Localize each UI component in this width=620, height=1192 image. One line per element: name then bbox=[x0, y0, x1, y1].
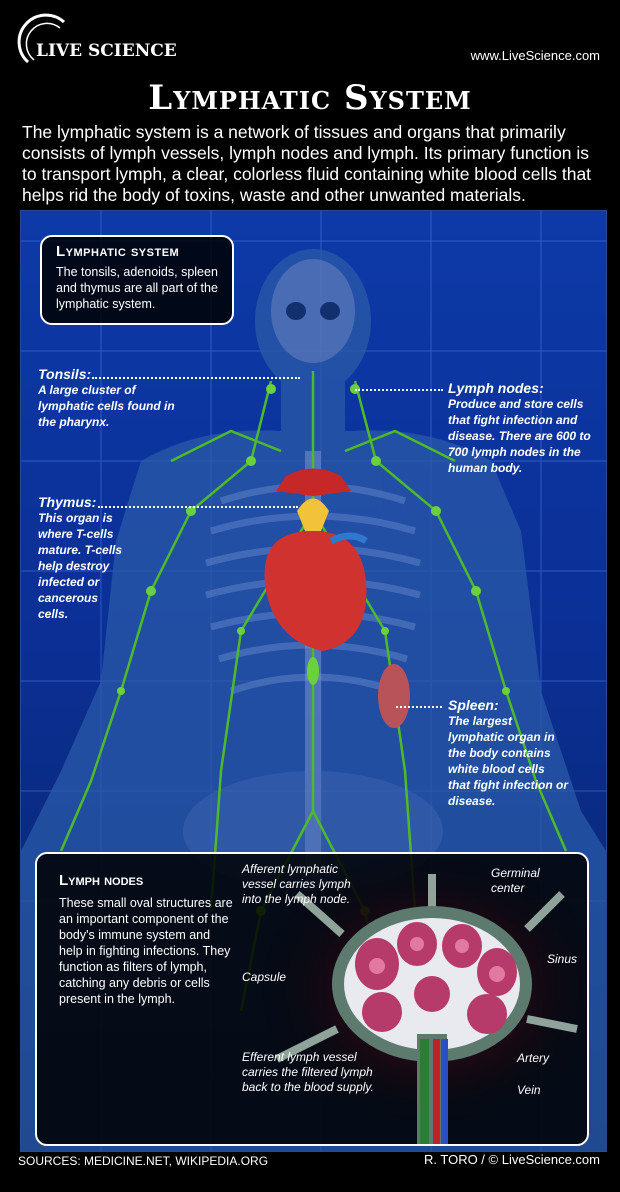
lymph-nodes-heading: Lymph nodes: bbox=[448, 380, 544, 396]
spleen-text: The largest lymphatic organ in the body … bbox=[448, 714, 568, 808]
site-url[interactable]: www.LiveScience.com bbox=[470, 48, 600, 63]
thymus-heading: Thymus: bbox=[38, 494, 97, 510]
lymph-node-box-title: Lymph nodes bbox=[59, 872, 144, 889]
lymph-node-description: Lymph nodes These small oval structures … bbox=[59, 872, 234, 1007]
thymus-text: This organ is where T-cells mature. T-ce… bbox=[38, 511, 123, 621]
afferent-label: Afferent lymphatic vessel carries lymph … bbox=[242, 862, 351, 906]
body-illustration bbox=[21, 249, 606, 1151]
efferent-label: Efferent lymph vessel carries the filter… bbox=[242, 1050, 374, 1094]
capsule-label: Capsule bbox=[242, 970, 287, 984]
artery-label: Artery bbox=[517, 1051, 550, 1065]
lymph-nodes-text: Produce and store cells that fight infec… bbox=[448, 397, 591, 475]
thymus-shape bbox=[297, 498, 329, 531]
sinus-label: Sinus bbox=[547, 952, 578, 966]
page-title: Lymphatic System bbox=[148, 78, 472, 118]
lymphatic-box-text: The tonsils, adenoids, spleen and thymus… bbox=[56, 265, 218, 311]
lymph-node-detail-box: Lymph nodes These small oval structures … bbox=[35, 852, 589, 1146]
thymus-label: Thymus: This organ is where T-cells matu… bbox=[38, 494, 123, 622]
lymph-node-box-text: These small oval structures are an impor… bbox=[59, 896, 233, 1006]
tonsils-label: Tonsils: A large cluster of lymphatic ce… bbox=[38, 366, 178, 430]
spleen-leader bbox=[396, 706, 442, 708]
lymph-nodes-label: Lymph nodes: Produce and store cells tha… bbox=[448, 380, 598, 476]
credit: R. TORO / © LiveScience.com bbox=[424, 1152, 600, 1167]
tonsils-leader bbox=[92, 377, 300, 379]
germinal-center-label: Germinal center bbox=[491, 866, 540, 895]
lymphatic-system-box: Lymphatic system The tonsils, adenoids, … bbox=[40, 235, 234, 325]
lymphatic-box-title: Lymphatic system bbox=[56, 243, 180, 260]
tonsils-heading: Tonsils: bbox=[38, 366, 92, 382]
spleen-heading: Spleen: bbox=[448, 697, 499, 713]
spleen-label: Spleen: The largest lymphatic organ in t… bbox=[448, 697, 568, 809]
sources: SOURCES: MEDICINE.NET, WIKIPEDIA.ORG bbox=[18, 1154, 269, 1168]
vein-label: Vein bbox=[517, 1083, 541, 1097]
tonsils-text: A large cluster of lymphatic cells found… bbox=[38, 383, 175, 429]
lymph-node-diagram bbox=[257, 854, 587, 1144]
logo-text: LIVE SCIENCE bbox=[36, 41, 177, 61]
thymus-leader bbox=[98, 506, 298, 508]
livescience-logo: LIVE SCIENCE bbox=[17, 13, 177, 64]
spleen-shape bbox=[378, 664, 410, 728]
heart-shape bbox=[264, 531, 367, 651]
lymph-nodes-leader bbox=[355, 389, 443, 391]
intro-text: The lymphatic system is a network of tis… bbox=[22, 122, 592, 205]
